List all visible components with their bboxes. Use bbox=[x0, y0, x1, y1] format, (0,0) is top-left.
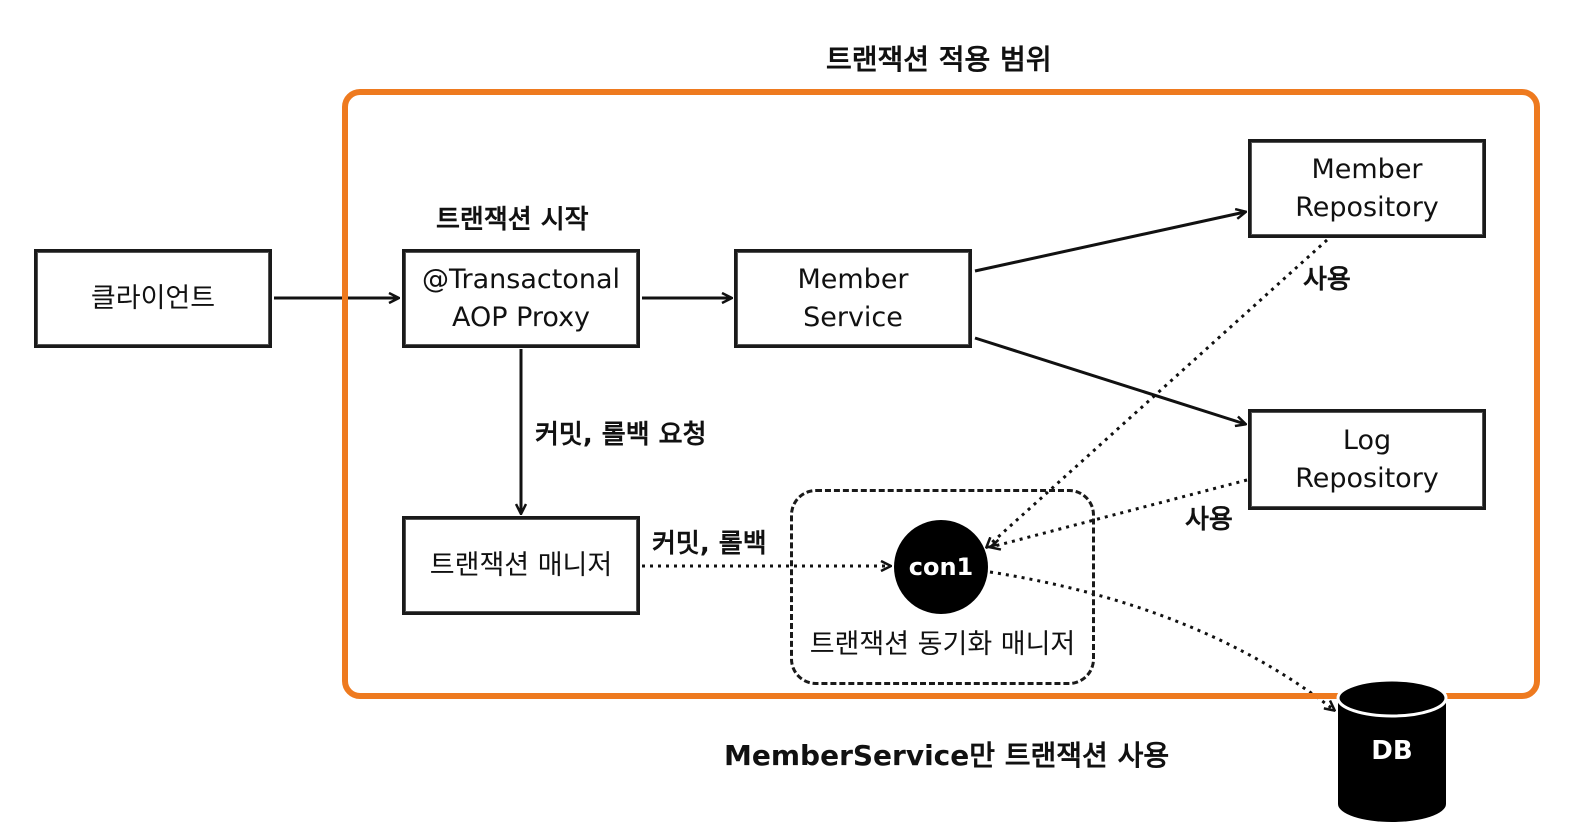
transaction-manager-box: 트랜잭션 매니저 bbox=[402, 516, 640, 615]
use-label-member-repo: 사용 bbox=[1303, 265, 1351, 295]
use-label-log-repo: 사용 bbox=[1185, 505, 1233, 535]
aop-proxy-label-line1: @Transactonal bbox=[421, 263, 620, 295]
client-box: 클라이언트 bbox=[34, 249, 272, 348]
scope-title: 트랜잭션 적용 범위 bbox=[826, 43, 1052, 76]
transaction-manager-label: 트랜잭션 매니저 bbox=[429, 549, 613, 581]
member-repository-box: Member Repository bbox=[1248, 139, 1486, 238]
arrow-con1-to-db bbox=[989, 570, 1334, 710]
connection-label: con1 bbox=[908, 553, 974, 581]
database-label: DB bbox=[1371, 736, 1413, 766]
database-cylinder: DB bbox=[1336, 678, 1448, 824]
arrow-service-to-log-repo bbox=[974, 336, 1245, 424]
transaction-start-label: 트랜잭션 시작 bbox=[436, 205, 589, 235]
member-service-box: Member Service bbox=[734, 249, 972, 348]
log-repository-box: Log Repository bbox=[1248, 409, 1486, 510]
commit-rollback-label: 커밋, 롤백 bbox=[652, 529, 767, 559]
member-service-label-line1: Member bbox=[797, 263, 909, 295]
log-repository-label-line1: Log bbox=[1342, 424, 1392, 456]
commit-rollback-request-label: 커밋, 롤백 요청 bbox=[535, 420, 707, 450]
connection-con1: con1 bbox=[894, 520, 988, 614]
aop-proxy-box: @Transactonal AOP Proxy bbox=[402, 249, 640, 348]
database-icon bbox=[1336, 678, 1448, 822]
aop-proxy-label-line2: AOP Proxy bbox=[451, 301, 591, 333]
member-service-label-line2: Service bbox=[803, 301, 903, 333]
transaction-scope-frame bbox=[342, 89, 1540, 699]
transaction-sync-manager-label: 트랜잭션 동기화 매니저 bbox=[809, 629, 1076, 660]
client-label: 클라이언트 bbox=[90, 282, 216, 314]
arrow-service-to-member-repo bbox=[974, 212, 1245, 273]
log-repository-label-line2: Repository bbox=[1295, 462, 1439, 494]
member-repository-label-line2: Repository bbox=[1295, 191, 1439, 223]
member-repository-label-line1: Member bbox=[1311, 153, 1423, 185]
transaction-sync-manager: 트랜잭션 동기화 매니저 bbox=[790, 489, 1095, 685]
footer-caption: MemberService만 트랜잭션 사용 bbox=[724, 739, 1170, 772]
